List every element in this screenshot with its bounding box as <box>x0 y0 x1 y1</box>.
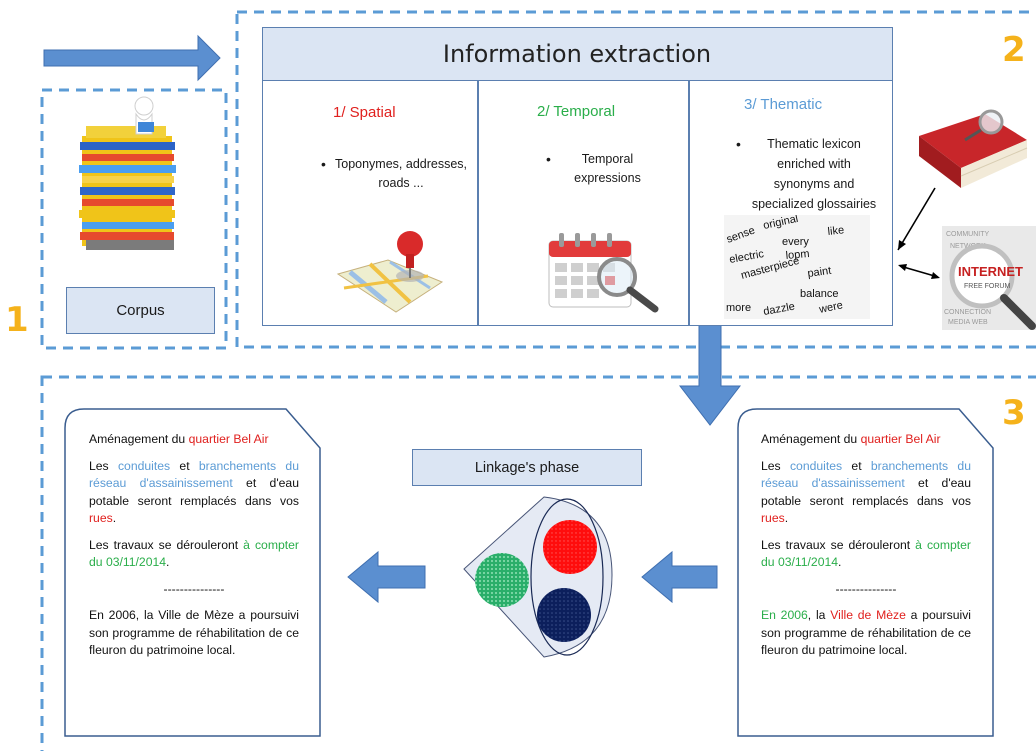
doc-title: Aménagement du <box>89 432 189 446</box>
doc-text-thematic: conduites <box>117 458 171 473</box>
doc-text-thematic: conduites <box>789 458 843 473</box>
doc-text: En 2006, la Ville de Mèze a poursuivi so… <box>89 608 299 657</box>
word-cloud-word: like <box>827 224 845 238</box>
internet-badge-sub: FREE FORUM <box>964 283 1010 290</box>
step-number-3: 3 <box>1002 393 1026 433</box>
doc-title-place: quartier Bel Air <box>860 432 941 446</box>
linkage-venn-illustration <box>463 496 613 658</box>
doc-text: , la <box>807 608 831 622</box>
word-cloud-word: balance <box>800 288 839 300</box>
doc-separator: --------------- <box>163 581 225 596</box>
word-cloud-word: dazzle <box>762 301 795 318</box>
doc-text-temporal: à compter du 03/11/2014 <box>761 537 971 570</box>
internet-badge-title: INTERNET <box>958 264 1023 279</box>
step-number-1: 1 <box>5 300 29 340</box>
doc-text: Les travaux se dérouleront <box>761 537 916 552</box>
doc-text: et d'eau potable seront remplacés dans v… <box>89 476 299 508</box>
doc-text: et d'eau potable seront remplacés dans v… <box>761 476 971 508</box>
spatial-title: 1/ Spatial <box>333 104 396 121</box>
thematic-title: 3/ Thematic <box>744 96 823 113</box>
word-cloud-word: were <box>817 299 844 316</box>
doc-text-spatial: rues <box>761 511 785 525</box>
panel-divider <box>688 81 690 326</box>
word-cloud-word: every <box>782 236 809 248</box>
extraction-title: Information extraction <box>261 26 893 81</box>
doc-text: . <box>838 555 842 569</box>
linkage-label: Linkage's phase <box>412 449 642 486</box>
book-icon <box>919 109 1028 188</box>
step-number-2: 2 <box>1002 30 1026 70</box>
internet-lexicon-double-arrow <box>898 264 940 279</box>
input-arrow <box>43 34 221 82</box>
doc-title: Aménagement du <box>761 432 861 446</box>
doc-text-temporal: En 2006 <box>761 608 808 622</box>
doc-text: a poursuivi son programme de réhabilitat… <box>761 608 971 657</box>
doc-separator: --------------- <box>835 581 897 596</box>
calendar-search-icon <box>548 233 659 313</box>
svg-text:MEDIA WEB: MEDIA WEB <box>948 319 988 326</box>
result-document: Aménagement du quartier Bel Air Les cond… <box>89 431 299 669</box>
temporal-bullet: Temporal expressions <box>546 150 655 188</box>
doc-text: . <box>166 555 170 569</box>
input-document-shape <box>737 408 994 737</box>
result-document-shape <box>64 408 321 737</box>
arrow-from-document <box>641 550 718 604</box>
book-to-lexicon-arrow <box>897 187 936 251</box>
corpus-stack-illustration <box>79 96 176 250</box>
doc-text-spatial: Ville de Mèze <box>830 608 906 622</box>
doc-text: . <box>112 511 117 525</box>
thematic-bullet: Thematic lexicon enriched with synonyms … <box>736 134 878 214</box>
doc-text-spatial: rues <box>89 511 113 525</box>
doc-text: et <box>170 458 199 473</box>
linkage-dashed-border <box>40 375 1036 751</box>
corpus-dashed-border <box>40 88 228 350</box>
doc-text: Les travaux se dérouleront <box>89 537 244 552</box>
input-document: Aménagement du quartier Bel Air Les cond… <box>761 431 971 669</box>
arrow-to-result <box>347 550 426 604</box>
doc-text: et <box>842 458 871 473</box>
internet-search-icon: COMMUNITY NETWORK CONNECTION MEDIA WEB INTE… <box>942 226 1036 330</box>
temporal-title: 2/ Temporal <box>537 103 616 120</box>
doc-text-thematic: branchements du réseau d'assainissement <box>89 458 299 491</box>
panel-divider <box>477 81 479 326</box>
svg-text:COMMUNITY: COMMUNITY <box>946 231 989 238</box>
doc-text: . <box>784 511 789 525</box>
word-cloud-word: paint <box>807 265 832 280</box>
word-cloud-word: lopm <box>785 248 810 262</box>
map-pin-icon <box>336 231 444 313</box>
extraction-dashed-border <box>235 10 1036 349</box>
corpus-label: Corpus <box>66 287 215 334</box>
word-cloud-word: more <box>726 302 751 314</box>
doc-title-place: quartier Bel Air <box>188 432 269 446</box>
svg-text:NETWORK: NETWORK <box>950 243 986 250</box>
doc-text-thematic: branchements du réseau d'assainissement <box>761 458 971 491</box>
doc-text-temporal: à compter du 03/11/2014 <box>89 537 299 570</box>
doc-text: Les <box>761 458 790 473</box>
doc-text: Les <box>89 458 118 473</box>
spatial-bullet: Toponymes, addresses, roads ... <box>321 155 467 193</box>
svg-text:CONNECTION: CONNECTION <box>944 309 991 316</box>
